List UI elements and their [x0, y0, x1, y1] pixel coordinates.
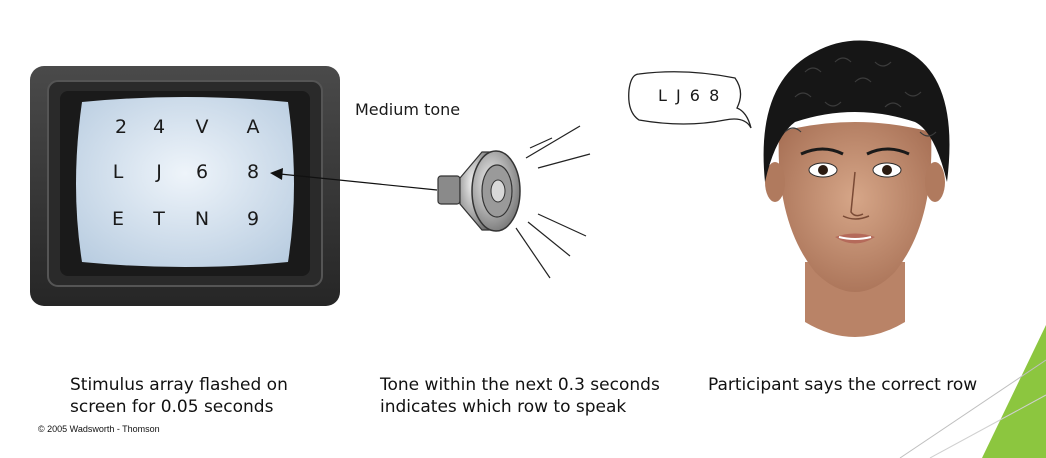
- tv-screen: [76, 97, 294, 267]
- stimulus-cell: 6: [195, 161, 209, 183]
- stimulus-cell: A: [246, 116, 260, 138]
- stimulus-cell: V: [195, 116, 209, 138]
- stimulus-cell: E: [111, 208, 124, 230]
- hair: [763, 40, 950, 182]
- caption-line: indicates which row to speak: [380, 397, 627, 417]
- stimulus-cell: T: [153, 208, 165, 230]
- face: [778, 122, 932, 292]
- stimulus-cell: 8: [246, 161, 260, 183]
- decor-line-2: [929, 394, 1046, 458]
- green-corner-triangle: [982, 325, 1046, 458]
- stimulus-cell: 4: [152, 116, 166, 138]
- copyright-notice: © 2005 Wadsworth - Thomson: [38, 424, 160, 434]
- stimulus-cell: 9: [246, 208, 260, 230]
- speech-bubble-text: L J 6 8: [658, 86, 722, 105]
- decor-line-1: [899, 359, 1046, 458]
- speaker-icon: [437, 125, 591, 279]
- caption-line: Stimulus array flashed on: [70, 375, 288, 395]
- stimulus-cell: N: [194, 208, 210, 230]
- stimulus-cell: 2: [114, 116, 128, 138]
- stimulus-cell: J: [156, 161, 162, 183]
- caption-participant: Participant says the correct row: [708, 374, 977, 396]
- caption-tone: Tone within the next 0.3 seconds indicat…: [380, 374, 660, 418]
- caption-line: Participant says the correct row: [708, 375, 978, 395]
- speech-bubble: [628, 71, 752, 129]
- stimulus-cell: L: [112, 161, 124, 183]
- participant-face: [763, 40, 950, 337]
- caption-stimulus: Stimulus array flashed on screen for 0.0…: [70, 374, 288, 418]
- caption-line: screen for 0.05 seconds: [70, 397, 274, 417]
- tv-monitor: [30, 66, 340, 306]
- tone-label: Medium tone: [355, 100, 461, 119]
- caption-line: Tone within the next 0.3 seconds: [380, 375, 660, 395]
